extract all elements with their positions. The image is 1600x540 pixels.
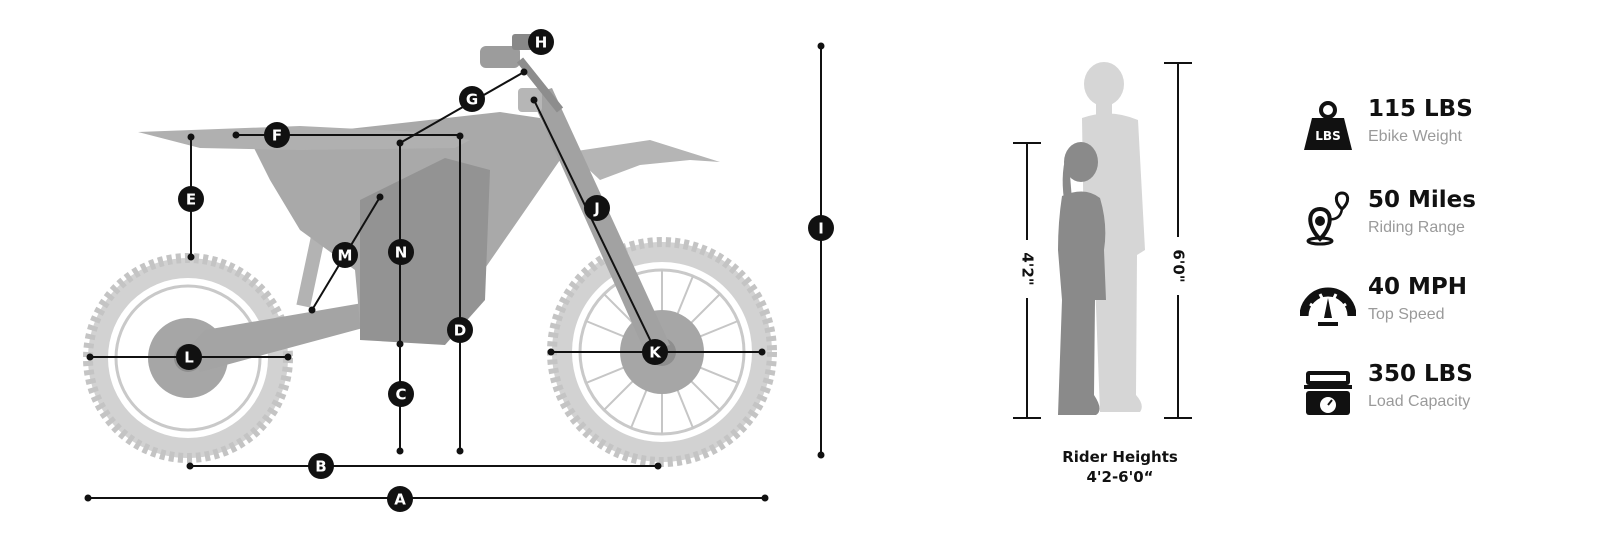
spec-load: 350 LBS Load Capacity bbox=[1300, 361, 1580, 421]
swingarm bbox=[188, 300, 400, 372]
spec-label: Ebike Weight bbox=[1368, 128, 1462, 145]
marker-f: F bbox=[264, 122, 290, 148]
svg-text:A: A bbox=[394, 491, 406, 509]
marker-i: I bbox=[808, 215, 834, 241]
weight-icon: LBS bbox=[1304, 101, 1352, 150]
marker-d: D bbox=[447, 317, 473, 343]
tall-height-measure bbox=[1164, 62, 1192, 419]
spec-speed: 40 MPH Top Speed bbox=[1300, 274, 1580, 334]
tall-rider-silhouette bbox=[1082, 62, 1145, 413]
svg-text:K: K bbox=[649, 344, 662, 362]
marker-l: L bbox=[176, 344, 202, 370]
marker-b: B bbox=[308, 453, 334, 479]
load-scale-icon bbox=[1304, 371, 1352, 415]
seat-fender bbox=[138, 126, 470, 150]
spec-value: 115 LBS bbox=[1368, 96, 1473, 122]
ebike-silhouette bbox=[83, 34, 777, 467]
dimension-markers: A B C D E F G H I J K L M N bbox=[176, 29, 834, 512]
svg-text:B: B bbox=[315, 458, 326, 476]
spec-value: 350 LBS bbox=[1368, 361, 1473, 387]
rider-heights-caption: Rider Heights 4'2-6'0“ bbox=[1040, 447, 1200, 487]
battery-box bbox=[360, 158, 490, 345]
marker-j: J bbox=[584, 195, 610, 221]
short-height-measure bbox=[1013, 142, 1041, 419]
svg-text:J: J bbox=[593, 200, 600, 218]
short-rider-silhouette bbox=[1058, 142, 1106, 415]
svg-text:G: G bbox=[466, 91, 478, 109]
spec-label: Riding Range bbox=[1368, 219, 1465, 236]
front-fender bbox=[570, 140, 720, 180]
svg-text:I: I bbox=[818, 220, 824, 238]
marker-e: E bbox=[178, 186, 204, 212]
marker-a: A bbox=[387, 486, 413, 512]
spec-label: Top Speed bbox=[1368, 306, 1445, 323]
marker-k: K bbox=[642, 339, 668, 365]
spec-weight: LBS 115 LBS Ebike Weight bbox=[1300, 96, 1580, 156]
svg-text:F: F bbox=[272, 127, 282, 145]
svg-text:LBS: LBS bbox=[1315, 129, 1340, 143]
short-height-label: 4'2" bbox=[1019, 252, 1037, 285]
rider-heights-figure: 4'2" 6'0" bbox=[1013, 62, 1192, 419]
dimension-lines bbox=[84, 42, 825, 502]
rider-heights-range: 4'2-6'0“ bbox=[1086, 468, 1154, 486]
marker-c: C bbox=[388, 381, 414, 407]
speedometer-icon bbox=[1300, 287, 1356, 326]
svg-text:D: D bbox=[454, 322, 466, 340]
svg-text:E: E bbox=[186, 191, 196, 209]
range-pin-icon bbox=[1306, 191, 1350, 246]
svg-text:N: N bbox=[395, 244, 408, 262]
spec-value: 50 Miles bbox=[1368, 187, 1476, 213]
rider-heights-title: Rider Heights bbox=[1062, 448, 1178, 466]
marker-n: N bbox=[388, 239, 414, 265]
marker-g: G bbox=[459, 86, 485, 112]
marker-h: H bbox=[528, 29, 554, 55]
marker-m: M bbox=[332, 242, 358, 268]
svg-text:C: C bbox=[395, 386, 406, 404]
spec-label: Load Capacity bbox=[1368, 393, 1471, 410]
spec-value: 40 MPH bbox=[1368, 274, 1468, 300]
tall-height-label: 6'0" bbox=[1170, 249, 1188, 282]
svg-text:M: M bbox=[338, 247, 353, 265]
spec-range: 50 Miles Riding Range bbox=[1300, 187, 1580, 247]
dim-line-g bbox=[399, 71, 525, 144]
dim-line-j bbox=[533, 99, 656, 351]
svg-text:H: H bbox=[535, 34, 548, 52]
svg-text:L: L bbox=[184, 349, 194, 367]
